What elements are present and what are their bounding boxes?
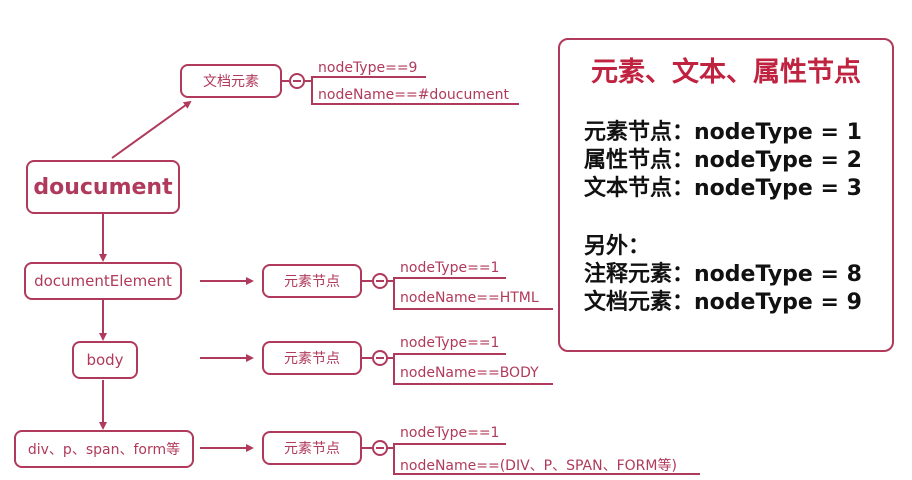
element-node-1-label: 元素节点 bbox=[284, 274, 340, 290]
body-node: body bbox=[72, 341, 138, 379]
arrow-root-to-doc bbox=[111, 100, 192, 159]
element-node-3: 元素节点 bbox=[262, 431, 362, 465]
panel-line-additionally: 另外： bbox=[584, 234, 651, 259]
panel-line-text: 文本节点：nodeType = 3 bbox=[584, 176, 862, 201]
documentelement-label: documentElement bbox=[34, 272, 172, 290]
panel-title: 元素、文本、属性节点 bbox=[591, 57, 861, 88]
level3-attr-nodetype: nodeType==1 bbox=[400, 425, 500, 441]
panel-line-comment: 注释元素：nodeType = 8 bbox=[584, 262, 862, 287]
root-node-label: doucument bbox=[33, 174, 173, 200]
element-node-2: 元素节点 bbox=[262, 341, 362, 375]
level2-attr-nodename: nodeName==BODY bbox=[400, 365, 539, 381]
level3-attr-nodename: nodeName==(DIV、P、SPAN、FORM等) bbox=[400, 458, 677, 474]
documentelement-node: documentElement bbox=[24, 262, 182, 300]
div-p-span-form-label: div、p、span、form等 bbox=[27, 442, 181, 458]
element-node-1: 元素节点 bbox=[262, 264, 362, 298]
body-label: body bbox=[86, 351, 124, 369]
doc-attr-nodename: nodeName==#doucument bbox=[318, 87, 509, 103]
doc-attr-nodetype: nodeType==9 bbox=[318, 60, 418, 76]
level1-attr-nodetype: nodeType==1 bbox=[400, 260, 500, 276]
node-type-panel: 元素、文本、属性节点 元素节点：nodeType = 1 属性节点：nodeTy… bbox=[558, 38, 894, 352]
level2-attr-nodetype: nodeType==1 bbox=[400, 335, 500, 351]
document-element-label: 文档元素 bbox=[203, 74, 259, 90]
panel-line-document: 文档元素：nodeType = 9 bbox=[584, 290, 862, 315]
panel-line-element: 元素节点：nodeType = 1 bbox=[584, 120, 862, 145]
element-node-3-label: 元素节点 bbox=[284, 441, 340, 457]
document-element-node: 文档元素 bbox=[180, 64, 282, 98]
div-p-span-form-node: div、p、span、form等 bbox=[14, 430, 194, 468]
element-node-2-label: 元素节点 bbox=[284, 351, 340, 367]
root-node: doucument bbox=[26, 160, 180, 214]
panel-line-attribute: 属性节点：nodeType = 2 bbox=[584, 148, 862, 173]
level1-attr-nodename: nodeName==HTML bbox=[400, 290, 539, 306]
